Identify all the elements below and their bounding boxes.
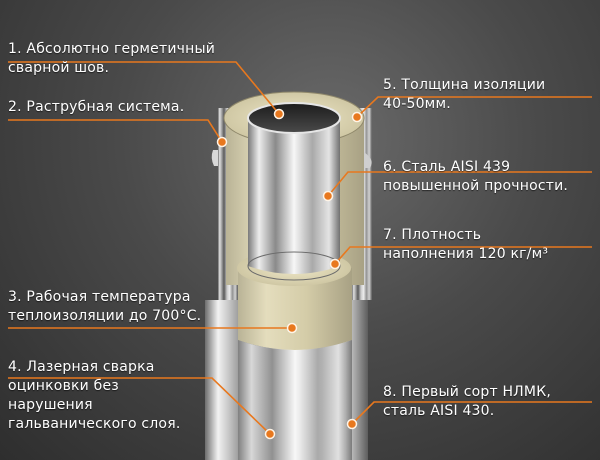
callout-5-line-1: 5. Толщина изоляции <box>383 77 546 93</box>
callout-1-line-2: сварной шов. <box>8 60 110 76</box>
callout-marker-7 <box>329 258 341 270</box>
leader-4 <box>8 377 271 435</box>
callout-7-line-2: наполнения 120 кг/м³ <box>383 246 549 262</box>
callout-1-line-1: 1. Абсолютно герметичный <box>8 41 216 57</box>
callout-7-line-1: 7. Плотность <box>383 227 482 243</box>
callout-6-line-2: повышенной прочности. <box>383 178 569 194</box>
callout-3-line-1: 3. Рабочая температура <box>8 289 191 305</box>
callout-6-line-1: 6. Сталь AISI 439 <box>383 159 511 175</box>
callout-marker-2 <box>216 136 228 148</box>
leader-8 <box>351 401 592 425</box>
inner-steel-flue <box>247 102 341 281</box>
callout-1: 1. Абсолютно герметичный сварной шов. <box>8 40 215 78</box>
leader-6 <box>327 171 592 197</box>
callout-markers <box>216 108 363 440</box>
callout-7: 7. Плотность наполнения 120 кг/м³ <box>383 226 548 264</box>
callout-marker-3 <box>286 322 298 334</box>
callout-marker-4 <box>264 428 276 440</box>
callout-4-line-2: оцинковки без <box>8 378 119 394</box>
callout-5: 5. Толщина изоляции 40-50мм. <box>383 76 545 114</box>
callout-8-line-1: 8. Первый сорт НЛМК, <box>383 384 551 400</box>
leader-7 <box>334 246 592 265</box>
callout-4: 4. Лазерная сварка оцинковки без нарушен… <box>8 358 180 434</box>
leader-1 <box>8 61 280 115</box>
callout-5-line-2: 40-50мм. <box>383 96 451 112</box>
callout-8-line-2: сталь AISI 430. <box>383 403 495 419</box>
leader-5 <box>356 96 592 118</box>
leader-2 <box>8 119 223 143</box>
callout-marker-1 <box>273 108 285 120</box>
callout-4-line-1: 4. Лазерная сварка <box>8 359 155 375</box>
callout-4-line-3: нарушения <box>8 397 93 413</box>
callout-4-line-4: гальванического слоя. <box>8 416 181 432</box>
callout-marker-5 <box>351 111 363 123</box>
callout-marker-8 <box>346 418 358 430</box>
callout-3-line-2: теплоизоляции до 700°С. <box>8 308 202 324</box>
lower-inner-steel <box>238 340 352 460</box>
callout-6: 6. Сталь AISI 439 повышенной прочности. <box>383 158 568 196</box>
callout-leader-lines <box>8 61 592 435</box>
callout-marker-6 <box>322 190 334 202</box>
callout-8: 8. Первый сорт НЛМК, сталь AISI 430. <box>383 383 551 421</box>
callout-2: 2. Раструбная система. <box>8 98 184 117</box>
callout-3: 3. Рабочая температура теплоизоляции до … <box>8 288 201 326</box>
callout-2-line-1: 2. Раструбная система. <box>8 99 185 115</box>
